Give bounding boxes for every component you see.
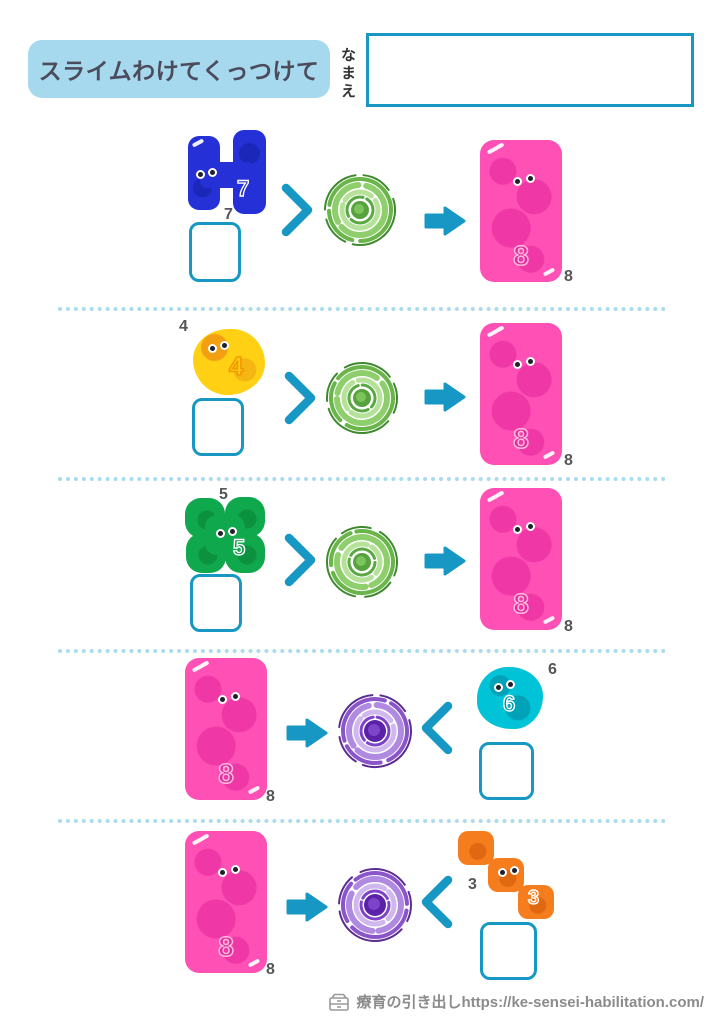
drawer-icon [329,993,350,1011]
pink-slime-card: 8 [480,488,562,630]
slime-eye [513,360,522,369]
slime-eye [220,341,229,350]
footer-text: 療育の引き出しhttps://ke-sensei-habilitation.co… [356,994,704,1011]
cyan-slime: 6 [477,667,543,729]
row-separator [58,307,666,311]
row-separator [58,819,666,823]
start-number-label: 8 [266,961,275,978]
slime-eye [526,174,535,183]
orange-slime: 3 [458,831,556,921]
page-title: スライムわけてくっつけて [28,40,330,98]
result-number-label: 8 [564,618,573,635]
less-than-icon [421,701,453,755]
slime-body [458,831,494,865]
shine-mark [495,142,505,150]
row-separator [58,477,666,481]
slime-number: 6 [502,690,516,716]
arrow-right-icon [424,206,466,236]
slime-body [518,885,554,919]
arrow-right-icon [424,546,466,576]
slime-eye [231,865,240,874]
slime-eye [526,522,535,531]
blue-slime: 7 [188,130,266,214]
slime-number: 8 [512,239,529,272]
portal-green-icon [326,362,398,434]
slime-eye [506,680,515,689]
name-label: なまえ [339,47,356,101]
pink-slime-card: 8 [185,831,267,973]
pink-slime-card: 8 [185,658,267,800]
answer-box[interactable] [479,742,534,800]
answer-box[interactable] [190,574,242,632]
portal-green-icon [326,526,398,598]
slime-eye [228,527,237,536]
answer-box[interactable] [189,222,241,282]
slime-eye [216,529,225,538]
arrow-right-icon [424,382,466,412]
given-number-label: 6 [548,661,557,678]
green-slime: 5 [185,497,265,573]
result-number-label: 8 [564,452,573,469]
slime-eye [208,344,217,353]
slime-eye [218,868,227,877]
slime-eye [196,170,205,179]
pink-slime-card: 8 [480,323,562,465]
given-number-label: 7 [224,206,233,223]
shine-mark [200,833,210,841]
answer-box[interactable] [480,922,537,980]
arrow-right-icon [286,892,328,922]
slime-body [205,515,245,555]
slime-number: 8 [217,757,234,790]
pink-slime-card: 8 [480,140,562,282]
slime-number: 8 [512,422,529,455]
row-separator [58,649,666,653]
slime-eye [231,692,240,701]
result-number-label: 8 [564,268,573,285]
slime-eye [513,525,522,534]
start-number-label: 8 [266,788,275,805]
given-number-label: 5 [219,486,228,503]
less-than-icon [421,875,453,929]
portal-purple-icon [338,868,412,942]
greater-than-icon [284,533,316,587]
shine-mark [495,325,505,333]
slime-eye [510,866,519,875]
shine-mark [200,660,210,668]
slime-eye [494,683,503,692]
shine-mark [495,490,505,498]
slime-eye [513,177,522,186]
greater-than-icon [281,183,313,237]
slime-number: 3 [527,886,540,909]
slime-number: 8 [512,587,529,620]
greater-than-icon [284,371,316,425]
slime-eye [498,868,507,877]
slime-eye [218,695,227,704]
portal-purple-icon [338,694,412,768]
slime-number: 5 [232,534,246,560]
slime-number: 7 [236,175,250,201]
name-input-box[interactable] [366,33,694,107]
slime-number: 4 [228,350,244,382]
slime-eye [208,168,217,177]
footer-credit[interactable]: 療育の引き出しhttps://ke-sensei-habilitation.co… [328,991,704,1012]
yellow-slime: 4 [193,329,265,395]
answer-box[interactable] [192,398,244,456]
given-number-label: 3 [468,876,477,893]
slime-eye [526,357,535,366]
given-number-label: 4 [179,318,188,335]
portal-green-icon [324,174,396,246]
arrow-right-icon [286,718,328,748]
slime-number: 8 [217,930,234,963]
